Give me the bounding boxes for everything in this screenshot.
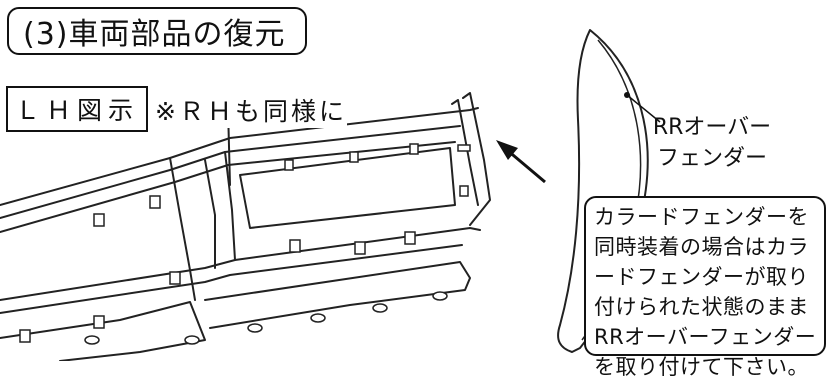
bolt-1	[84, 335, 100, 345]
bolt-2	[184, 335, 200, 345]
body-inner-edge-1	[0, 125, 461, 219]
leader-line	[624, 92, 661, 123]
part-label-line-2: フェンダー	[656, 146, 767, 171]
rear-pillar-inner	[451, 99, 479, 206]
clip-2	[149, 195, 161, 209]
body-inner-edge-2	[0, 141, 456, 233]
rear-pillar	[462, 92, 491, 226]
clip-7	[354, 241, 366, 255]
note-line-6: を取り付けて下さい。	[594, 355, 809, 379]
note-line-3: ードフェンダーが取り	[594, 265, 809, 289]
bolt-4	[310, 313, 326, 323]
skirt-right	[204, 261, 471, 329]
clip-11	[409, 143, 419, 155]
bolt-5	[372, 303, 388, 313]
part-label: RRオーバー フェンダー	[652, 112, 772, 174]
part-label-line-1: RRオーバー	[652, 115, 772, 140]
bolt-6	[432, 291, 448, 301]
installation-illustration	[0, 29, 661, 361]
pillar-marker	[457, 144, 471, 152]
clip-8	[404, 231, 416, 245]
seam-mid-2	[224, 151, 236, 261]
page-title: (3)車両部品の復元	[7, 7, 307, 55]
clip-6	[289, 239, 301, 253]
body-lower-panel-2	[0, 244, 463, 314]
install-arrow	[496, 140, 546, 184]
note-line-5: RRオーバーフェンダー	[594, 325, 817, 349]
note-line-4: 付けられた状態のまま	[594, 295, 809, 319]
clip-1	[93, 213, 105, 227]
note-line-2: 同時装着の場合はカラ	[594, 235, 809, 259]
seam-left	[169, 157, 196, 301]
inner-frame	[239, 147, 456, 229]
note-line-1: カラードフェンダーを	[594, 205, 809, 229]
lh-illustration-label: ＬＨ図示	[6, 86, 148, 132]
colored-fender-note: カラードフェンダーを 同時装着の場合はカラ ードフェンダーが取り 付けられた状態…	[584, 196, 826, 379]
clip-10	[349, 151, 359, 163]
clip-12	[459, 185, 469, 197]
clip-4	[93, 315, 105, 329]
bolt-3	[247, 323, 263, 333]
seam-mid	[204, 159, 216, 269]
clip-3	[169, 271, 181, 285]
rh-same-note: ※ＲＨも同様に	[155, 92, 347, 128]
clip-5	[19, 329, 31, 343]
clip-9	[284, 159, 294, 171]
